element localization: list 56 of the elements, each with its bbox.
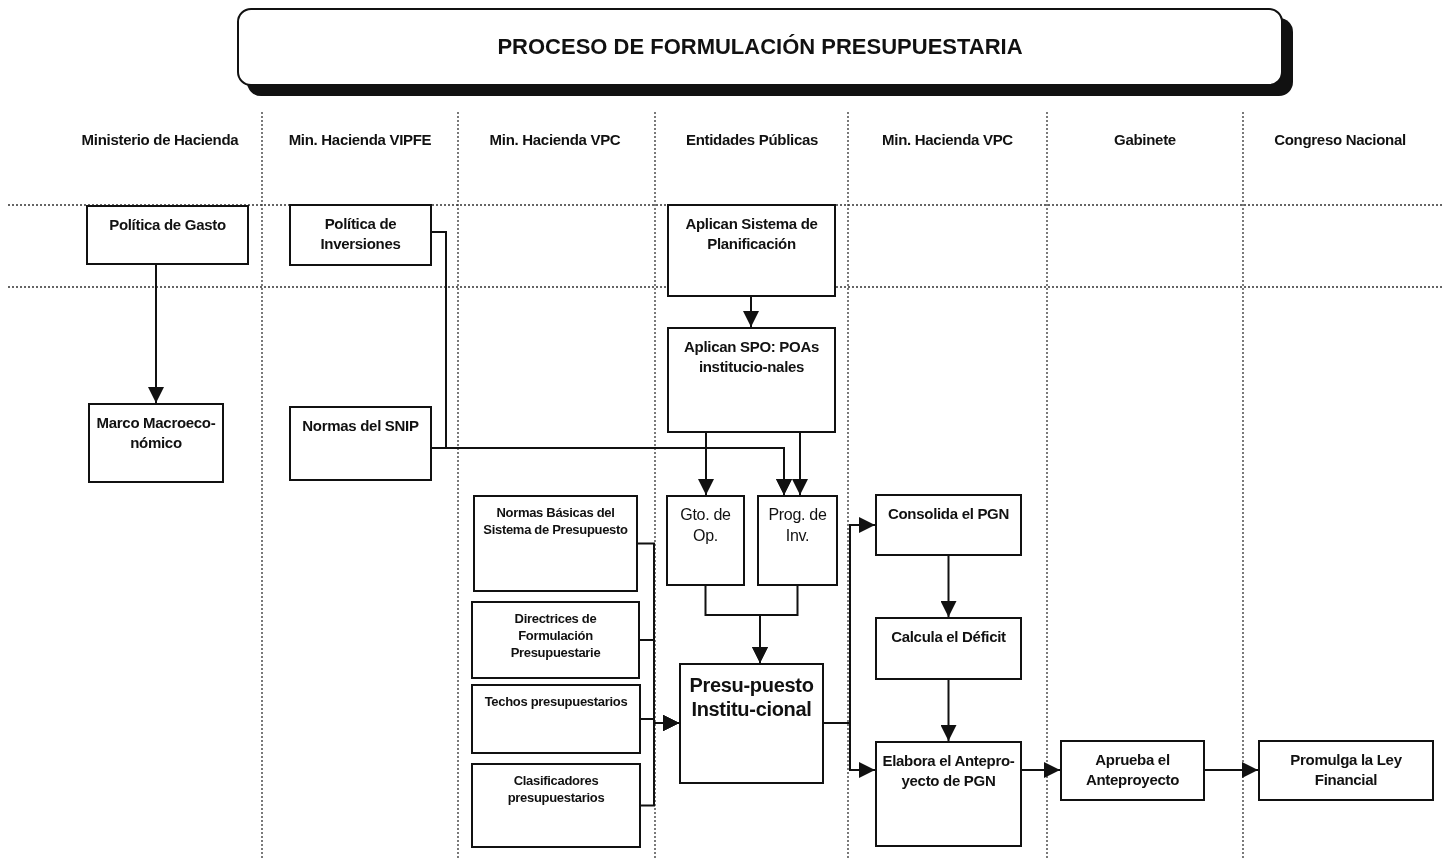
box-text: Calcula el Déficit <box>891 627 1006 647</box>
process-box <box>86 205 249 265</box>
arrow <box>148 264 164 404</box>
process-box <box>875 494 1022 556</box>
arrow <box>940 555 957 618</box>
box-text: Directrices de Formulación Presupuestarie <box>509 611 602 662</box>
arrow <box>752 585 799 664</box>
process-box <box>471 684 641 754</box>
lane-header: Min. Hacienda VPC <box>488 130 622 150</box>
process-box <box>471 601 640 679</box>
process-box <box>667 204 836 297</box>
lane-header: Min. Hacienda VPC <box>881 130 1014 150</box>
process-box <box>289 406 432 481</box>
process-box <box>667 327 836 433</box>
box-text: Aprueba el Anteproyecto <box>1084 750 1181 789</box>
process-box <box>471 763 641 848</box>
box-text: Política de Gasto <box>109 215 226 235</box>
arrow <box>640 715 680 807</box>
arrow <box>431 447 792 496</box>
box-text: Elabora el Antepro-yecto de PGN <box>881 751 1016 790</box>
arrow <box>940 679 957 742</box>
arrow <box>743 296 759 328</box>
process-box <box>757 495 838 586</box>
box-text: Normas Básicas del Sistema de Presupuesto <box>482 505 629 539</box>
box-text: Techos presupuestarios <box>484 694 628 711</box>
process-box <box>289 204 432 266</box>
box-text: Política de Inversiones <box>319 214 402 253</box>
lane-header: Entidades Públicas <box>684 130 820 150</box>
box-text: Normas del SNIP <box>302 416 419 436</box>
process-box <box>679 663 824 784</box>
box-text: Aplican Sistema de Planificación <box>684 214 819 253</box>
arrow <box>1204 762 1259 778</box>
lane-header: Ministerio de Hacienda <box>80 130 240 150</box>
process-box <box>88 403 224 483</box>
lane-header: Congreso Nacional <box>1273 130 1407 150</box>
box-text: Promulga la Ley Financial <box>1289 750 1403 789</box>
process-box <box>875 741 1022 847</box>
process-box <box>666 495 745 586</box>
box-text: Aplican SPO: POAs institucio-nales <box>683 337 820 376</box>
process-box <box>1258 740 1434 801</box>
lane-header: Min. Hacienda VIPFE <box>287 130 433 150</box>
process-box <box>875 617 1022 680</box>
box-text: Gto. de Op. <box>679 505 732 546</box>
process-box <box>1060 740 1205 801</box>
arrow <box>823 722 876 778</box>
box-text: Clasificadores presupuestarios <box>506 773 606 807</box>
arrow <box>698 432 714 496</box>
box-text: Consolida el PGN <box>887 504 1010 524</box>
box-text: Presu-puesto Institu-cional <box>688 673 815 721</box>
process-box <box>473 495 638 592</box>
diagram-title: PROCESO DE FORMULACIÓN PRESUPUESTARIA <box>497 34 1023 60</box>
box-text: Prog. de Inv. <box>767 505 828 546</box>
lane-header: Gabinete <box>1113 130 1177 150</box>
box-text: Marco Macroeco-nómico <box>95 413 217 452</box>
arrow <box>1021 762 1061 778</box>
arrow <box>792 432 808 496</box>
